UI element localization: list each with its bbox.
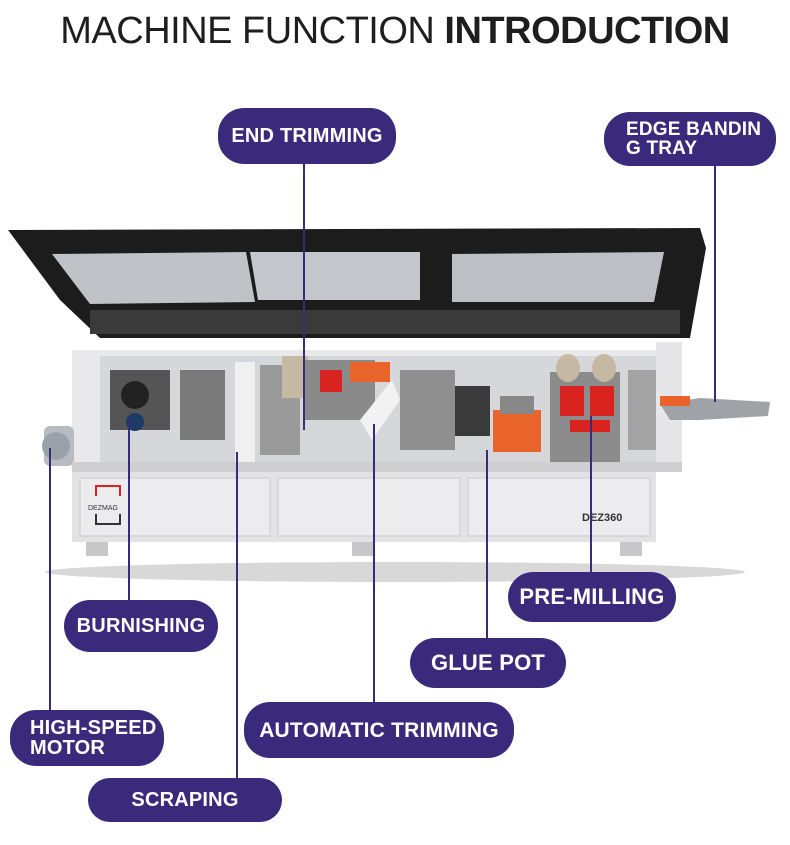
model-label: DEZ360 [582,512,622,524]
edge-banding-tray-line [714,164,716,402]
automatic-trimming-line [373,424,375,704]
high-speed-motor-line2: MOTOR [30,737,106,759]
end-trimming-line [303,164,305,430]
glue-pot-label: GLUE POT [410,638,566,688]
high-speed-motor-line [49,448,51,712]
scraping-line [236,452,238,782]
brand-logo-text: DEZMAG [88,505,118,512]
title-bold: INTRODUCTION [444,10,730,52]
high-speed-motor-label: HIGH-SPEED MOTOR [10,710,164,766]
glue-pot-line [486,450,488,646]
scraping-label: SCRAPING [88,778,282,822]
edge-banding-tray-label: EDGE BANDIN G TRAY [604,112,776,166]
burnishing-label: BURNISHING [64,600,218,652]
burnishing-line [128,418,130,604]
edge-banding-tray-line1: EDGE BANDIN [626,119,762,140]
pre-milling-line [590,416,592,580]
pre-milling-label: PRE-MILLING [508,572,676,622]
high-speed-motor-line1: HIGH-SPEED [30,717,157,739]
title-light: MACHINE FUNCTION [60,10,435,52]
page-title: MACHINE FUNCTION INTRODUCTION [0,10,790,53]
automatic-trimming-label: AUTOMATIC TRIMMING [244,702,514,758]
edge-banding-tray-line2: G TRAY [626,138,698,159]
end-trimming-label: END TRIMMING [218,108,396,164]
